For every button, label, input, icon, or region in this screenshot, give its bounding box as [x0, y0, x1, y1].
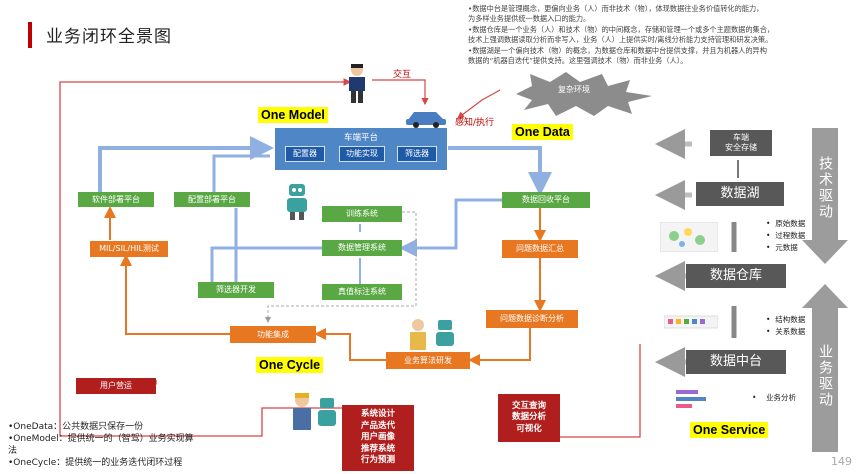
integration-to-test-arrow [120, 254, 230, 335]
filter-dev-box: 筛选器开发 [198, 282, 274, 298]
bottom-notes: •OneData：公共数据只保存一份 •OneModel：提供统一的（智驾）业务… [8, 421, 194, 469]
func-integration-box: 功能集成 [230, 326, 316, 343]
biz-driven-arrow [802, 284, 848, 452]
note-line: •数据中台是管理概念，更偏向业务（人）而非技术（物），体现数据往业务价值转化的能… [468, 4, 764, 13]
system-design-box: 系统设计 产品迭代 用户画像 推荐系统 行为预测 [342, 405, 414, 471]
config-deploy-box: 配置部署平台 [174, 192, 250, 207]
env-to-car-arrow [457, 89, 501, 119]
bottom-note-line: •OneModel：提供统一的（智驾）业务实现算 [8, 434, 194, 444]
data-warehouse-box: 数据仓库 [686, 264, 786, 288]
note-line: 数据的“机器自迭代”提供支持。这里强调技术（物）而非业务（人）。 [468, 56, 688, 66]
deploy-to-vehicle-arrow [98, 136, 274, 192]
issue-diagnosis-box: 问题数据诊断分析 [486, 310, 578, 328]
filter-box: 筛选器 [397, 146, 437, 162]
diagnosis-to-algo-arrow [468, 328, 531, 366]
vehicle-to-recovery-arrow [448, 146, 552, 196]
warehouse-item: • 结构数据 [766, 315, 806, 324]
data-warehouse-illustration-icon [664, 315, 718, 329]
person-icon [349, 64, 365, 103]
complex-env-cloud [516, 72, 652, 116]
query-to-recovery-arrow [560, 344, 641, 438]
data-lake-illustration-icon [660, 222, 718, 252]
lake-item: • 原始数据 [766, 219, 806, 228]
vehicle-storage-line: 车端 [733, 133, 749, 142]
interactive-query-box: 交互查询 数据分析 可视化 [498, 394, 560, 442]
lake-item: • 元数据 [766, 243, 798, 252]
page-number: 149 [831, 455, 852, 468]
title-accent-bar [28, 22, 32, 48]
note-line: •数据仓库是一个业务（人）和技术（物）的中间概念，存储和管理一个或多个主题数据的… [468, 24, 775, 34]
data-recovery-platform-box: 数据回收平台 [502, 192, 590, 208]
one-data-label: One Data [512, 124, 573, 140]
car-icon [406, 112, 446, 128]
note-line: •数据湖是一个偏向技术（物）的概念，为数据仓库和数据中台提供支撑，并且为机器人的… [468, 45, 767, 55]
engineer-robot-icon [410, 319, 454, 350]
one-service-label: One Service [690, 422, 769, 438]
system-design-line: 产品迭代 [360, 420, 395, 431]
training-system-box: 训练系统 [322, 206, 402, 222]
query-line: 可视化 [516, 423, 542, 434]
perceive-execute-label: 感知/执行 [455, 118, 495, 128]
query-line: 数据分析 [511, 412, 546, 423]
user-ops-box: 用户营运 [76, 378, 156, 394]
complex-env-label: 复杂环境 [558, 85, 590, 94]
platform-item: • 业务分析 [752, 393, 796, 402]
data-lake-box: 数据湖 [696, 182, 784, 206]
warehouse-item: • 关系数据 [766, 327, 806, 336]
one-model-label: One Model [258, 107, 328, 123]
query-line: 交互查询 [511, 400, 546, 411]
vehicle-storage-line: 安全存储 [725, 143, 757, 152]
mil-sil-hil-test-box: MIL/SIL/HIL测试 [90, 241, 168, 257]
recovery-to-datamgmt-arrow [399, 198, 502, 257]
one-cycle-label: One Cycle [256, 357, 324, 373]
data-platform-illustration-icon [676, 390, 706, 408]
system-design-line: 推荐系统 [360, 443, 395, 454]
interact-arrow [372, 79, 429, 106]
data-mgmt-system-box: 数据管理系统 [322, 240, 402, 256]
issue-summary-box: 问题数据汇总 [502, 240, 578, 258]
engineer-robot-icon [293, 393, 336, 430]
vehicle-storage-box: 车端 安全存储 [710, 130, 772, 156]
system-design-line: 用户画像 [360, 432, 395, 443]
vehicle-platform-title: 车端平台 [343, 133, 378, 143]
definition-notes: •数据中台是管理概念，更偏向业务（人）而非技术（物），体现数据往业务价值转化的能… [468, 4, 860, 66]
tech-driven-arrow [802, 128, 848, 264]
function-impl-box: 功能实现 [339, 146, 385, 162]
datamgmt-to-filter-arrow [210, 246, 322, 282]
note-line: 技术上强调数据读取分析而非写入，业务（人）上提供实时/离线分析能力支持管理和研发… [468, 35, 773, 45]
bottom-note-line: 法 [8, 446, 18, 456]
configurator-box: 配置器 [285, 146, 325, 162]
algo-to-integration-arrow [314, 328, 386, 361]
outer-loop-arrow [59, 78, 352, 437]
software-deploy-box: 软件部署平台 [78, 192, 154, 207]
dashed-feedback-arrow [265, 211, 417, 323]
vehicle-platform: 车端平台 配置器 功能实现 筛选器 [275, 128, 447, 170]
config-to-vehicle-arrow [212, 154, 270, 192]
robot-icon [287, 184, 307, 220]
bottom-note-line: •OneData：公共数据只保存一份 [8, 422, 144, 432]
interact-label: 交互 [393, 70, 412, 80]
system-design-line: 行为预测 [360, 455, 395, 466]
truth-label-system-box: 真值标注系统 [322, 284, 402, 300]
note-line: 为多样业务提供统一数据入口的能力。 [468, 14, 591, 24]
page-title: 业务闭环全景图 [46, 27, 172, 47]
biz-driven-label: 业务驱动 [817, 344, 833, 408]
algo-dev-box: 业务算法研发 [386, 352, 470, 369]
system-design-line: 系统设计 [360, 409, 395, 420]
bottom-note-line: •OneCycle：提供统一的业务迭代闭环过程 [8, 458, 183, 468]
tech-driven-label: 技术驱动 [817, 156, 833, 220]
lake-item: • 过程数据 [766, 231, 806, 240]
data-platform-box: 数据中台 [686, 350, 786, 374]
